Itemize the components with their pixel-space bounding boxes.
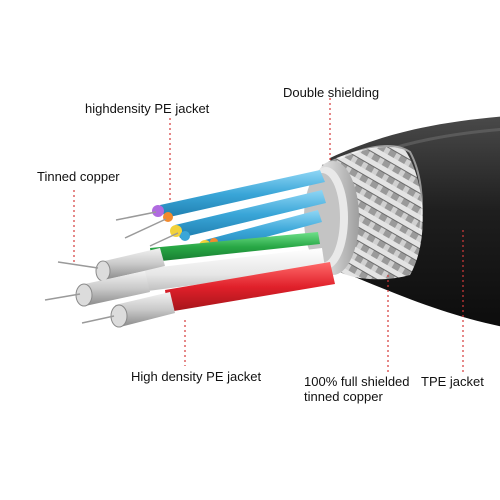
label-pe-jacket-bottom: High density PE jacket bbox=[131, 369, 262, 384]
copper-strand-bundles bbox=[44, 248, 175, 328]
label-tinned-copper: Tinned copper bbox=[37, 169, 120, 184]
label-tpe-jacket: TPE jacket bbox=[421, 374, 484, 389]
white-wire bbox=[135, 248, 325, 292]
green-wire bbox=[150, 232, 320, 262]
pointer-lines bbox=[73, 98, 464, 372]
label-pe-jacket-top-rest: density PE jacket bbox=[109, 101, 210, 116]
label-pe-jacket-top-prefix: high bbox=[85, 101, 110, 116]
label-double-shielding: Double shielding bbox=[283, 85, 380, 100]
label-full-shielded: 100% full shielded tinned copper bbox=[304, 374, 410, 404]
red-wire bbox=[165, 262, 335, 312]
label-pe-jacket-top: highdensity PE jacket bbox=[85, 101, 209, 116]
